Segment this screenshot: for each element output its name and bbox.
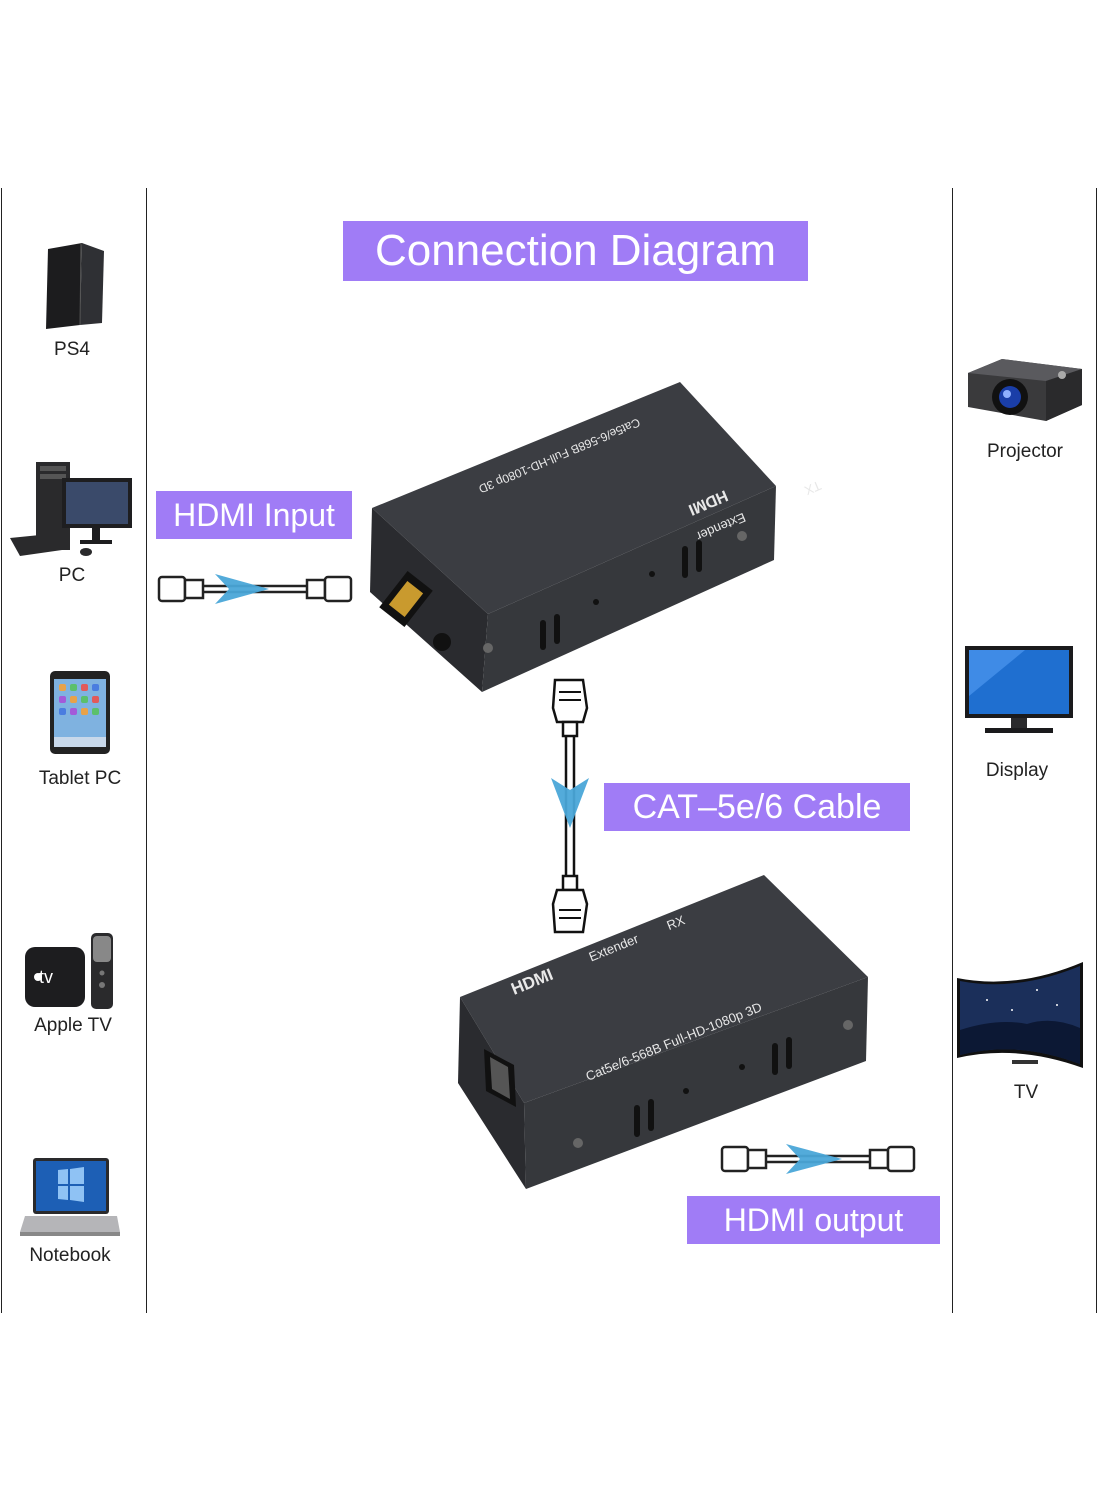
cat-cable-icon: [551, 678, 589, 934]
source-label-ps4: PS4: [54, 339, 90, 360]
projector-icon: [968, 359, 1082, 421]
hdmi-output-cable-icon: [720, 1144, 916, 1174]
left-divider: [146, 188, 147, 1313]
hdmi-output-banner: HDMI output: [687, 1196, 940, 1244]
hdmi-extender-transmitter: HDMI Extender TX Cat5e/6-568B Full-HD-10…: [370, 382, 823, 692]
laptop-icon: [20, 1158, 120, 1236]
source-label-apple-tv: Apple TV: [34, 1015, 112, 1036]
display-label-display: Display: [985, 760, 1049, 781]
hdmi-input-banner: HDMI Input: [156, 491, 352, 539]
tablet-icon: [50, 671, 110, 754]
right-divider: [952, 188, 953, 1313]
hdmi-input-cable-icon: [157, 574, 353, 604]
apple-tv-logo-text: tv: [39, 967, 53, 987]
display-label-projector: Projector: [986, 441, 1064, 462]
ps4-console-icon: [46, 242, 104, 329]
rx-role-text: RX: [665, 912, 688, 933]
cat-cable-banner: CAT–5e/6 Cable: [604, 783, 910, 831]
cat-cable-arrow: [551, 778, 589, 828]
hdmi-extender-receiver: HDMI Extender RX Cat5e/6-568B Full-HD-10…: [458, 875, 868, 1189]
monitor-icon: [965, 646, 1073, 733]
hdmi-input-arrow: [215, 574, 269, 604]
desktop-pc-icon: [10, 462, 132, 556]
right-divider-outer: [1096, 188, 1097, 1313]
source-label-notebook: Notebook: [29, 1245, 111, 1266]
source-label-tablet: Tablet PC: [38, 768, 122, 789]
diagram-title: Connection Diagram: [343, 221, 808, 281]
tx-role-text: TX: [802, 478, 823, 498]
apple-tv-icon: tv: [25, 933, 113, 1009]
display-label-tv: TV: [1013, 1082, 1039, 1103]
source-label-pc: PC: [58, 565, 86, 586]
curved-tv-icon: [957, 962, 1083, 1068]
left-divider-outer: [1, 188, 2, 1313]
hdmi-output-arrow: [786, 1144, 842, 1174]
